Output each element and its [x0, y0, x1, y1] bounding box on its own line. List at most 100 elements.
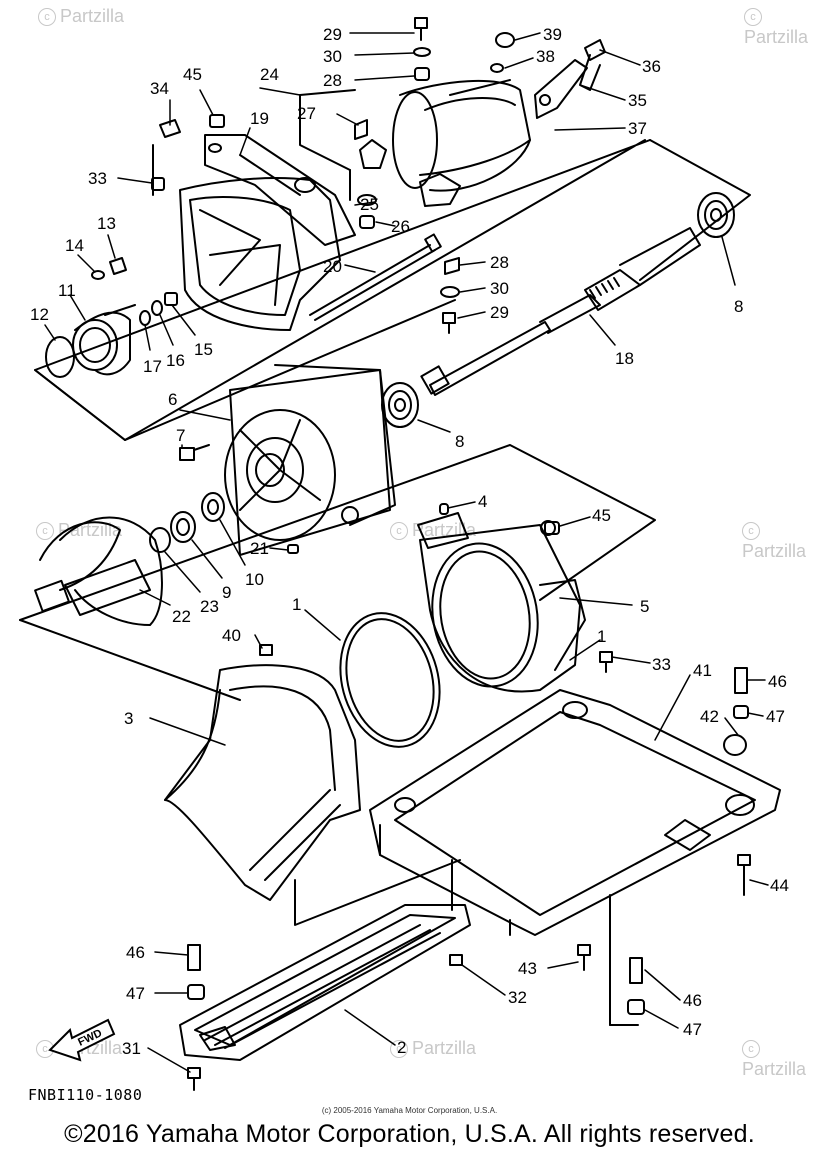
ride-plate — [179, 904, 471, 1061]
bearing — [697, 192, 735, 238]
nut — [733, 705, 749, 719]
bolt-head — [187, 1067, 201, 1079]
callout-label: 34 — [150, 79, 169, 98]
washer — [413, 47, 431, 57]
intake-cover — [164, 664, 361, 901]
callout-label: 32 — [508, 988, 527, 1007]
nut — [209, 114, 225, 128]
callout-label: 7 — [176, 426, 185, 445]
bolt — [109, 257, 127, 275]
bolt-head — [259, 644, 273, 656]
nut — [627, 999, 645, 1015]
collar — [734, 667, 748, 694]
callout-label: 35 — [628, 91, 647, 110]
bolt-head — [151, 177, 165, 191]
drive-shaft — [420, 227, 701, 396]
callout-label: 36 — [642, 57, 661, 76]
callout-label: 46 — [683, 991, 702, 1010]
callout-label: 16 — [166, 351, 185, 370]
bolt-head — [442, 312, 456, 324]
callout-label: 24 — [260, 65, 279, 84]
callout-label: 5 — [640, 597, 649, 616]
callout-label: 47 — [766, 707, 785, 726]
callout-label: 4 — [478, 492, 487, 511]
callout-label: 1 — [597, 627, 606, 646]
callout-label: 33 — [88, 169, 107, 188]
impeller-housing — [224, 364, 396, 556]
washer — [139, 310, 151, 326]
watermark: cPartzilla — [742, 520, 819, 562]
callout-label: 44 — [770, 876, 789, 895]
callout-label: 10 — [245, 570, 264, 589]
callout-label: 20 — [323, 257, 342, 276]
nut — [187, 984, 205, 1000]
inspection-cap — [72, 304, 136, 376]
washer — [151, 300, 163, 316]
watermark: cPartzilla — [744, 6, 819, 48]
callout-label: 23 — [200, 597, 219, 616]
callout-label: 9 — [222, 583, 231, 602]
callout-label: 47 — [126, 984, 145, 1003]
bolt-head — [449, 954, 463, 966]
jet-housing — [179, 134, 356, 331]
callout-label: 26 — [391, 217, 410, 236]
seal — [170, 511, 196, 543]
nut — [359, 215, 375, 229]
copyright-notice: ©2016 Yamaha Motor Corporation, U.S.A. A… — [64, 1120, 755, 1148]
bolt-head — [179, 447, 195, 461]
leader-lines — [44, 32, 769, 1073]
callout-label: 31 — [122, 1039, 141, 1058]
callout-label: 15 — [194, 340, 213, 359]
callout-label: 3 — [124, 709, 133, 728]
forward-arrow: FWD — [48, 1018, 116, 1062]
cap-nut — [495, 32, 515, 48]
bolt-head — [414, 17, 428, 29]
long-bolt — [309, 233, 442, 321]
bolt-head — [737, 854, 751, 866]
callout-label: 39 — [543, 25, 562, 44]
nut — [544, 521, 560, 535]
diagram-code: FNBI110-1080 — [28, 1086, 143, 1104]
upper-assembly-frame — [34, 89, 751, 441]
collar — [187, 944, 201, 971]
callout-label: 43 — [518, 959, 537, 978]
collar — [629, 957, 643, 984]
impeller — [34, 516, 163, 626]
copyright-small: (c) 2005-2016 Yamaha Motor Corporation, … — [321, 1106, 498, 1115]
dowel-pin — [439, 503, 449, 515]
callout-label: 21 — [250, 539, 269, 558]
seal — [201, 492, 225, 522]
o-ring — [45, 336, 75, 378]
callout-label: 8 — [455, 432, 464, 451]
callout-label: 33 — [652, 655, 671, 674]
callout-label: 18 — [615, 349, 634, 368]
bolt-head — [599, 651, 613, 663]
callout-label: 29 — [490, 303, 509, 322]
callout-label: 30 — [490, 279, 509, 298]
callout-label: 2 — [397, 1038, 406, 1057]
bolt-head — [577, 944, 591, 956]
callout-numbers: 29 30 28 39 38 36 24 45 34 19 27 35 37 3… — [30, 25, 789, 1058]
callout-label: 47 — [683, 1020, 702, 1039]
nozzle-duct — [359, 79, 531, 207]
callout-label: 8 — [734, 297, 743, 316]
bolt-head — [164, 292, 178, 306]
nut — [414, 67, 430, 81]
callout-label: 46 — [126, 943, 145, 962]
washer — [490, 63, 504, 73]
washer — [91, 270, 105, 280]
callout-label: 25 — [360, 195, 379, 214]
callout-label: 28 — [490, 253, 509, 272]
callout-label: 45 — [592, 506, 611, 525]
callout-label: 41 — [693, 661, 712, 680]
callout-label: 30 — [323, 47, 342, 66]
callout-label: 29 — [323, 25, 342, 44]
callout-label: 19 — [250, 109, 269, 128]
callout-label: 37 — [628, 119, 647, 138]
washer — [357, 194, 377, 206]
callout-label: 11 — [58, 281, 76, 300]
nozzle-housing — [417, 512, 586, 693]
mounting-frame — [369, 689, 781, 936]
